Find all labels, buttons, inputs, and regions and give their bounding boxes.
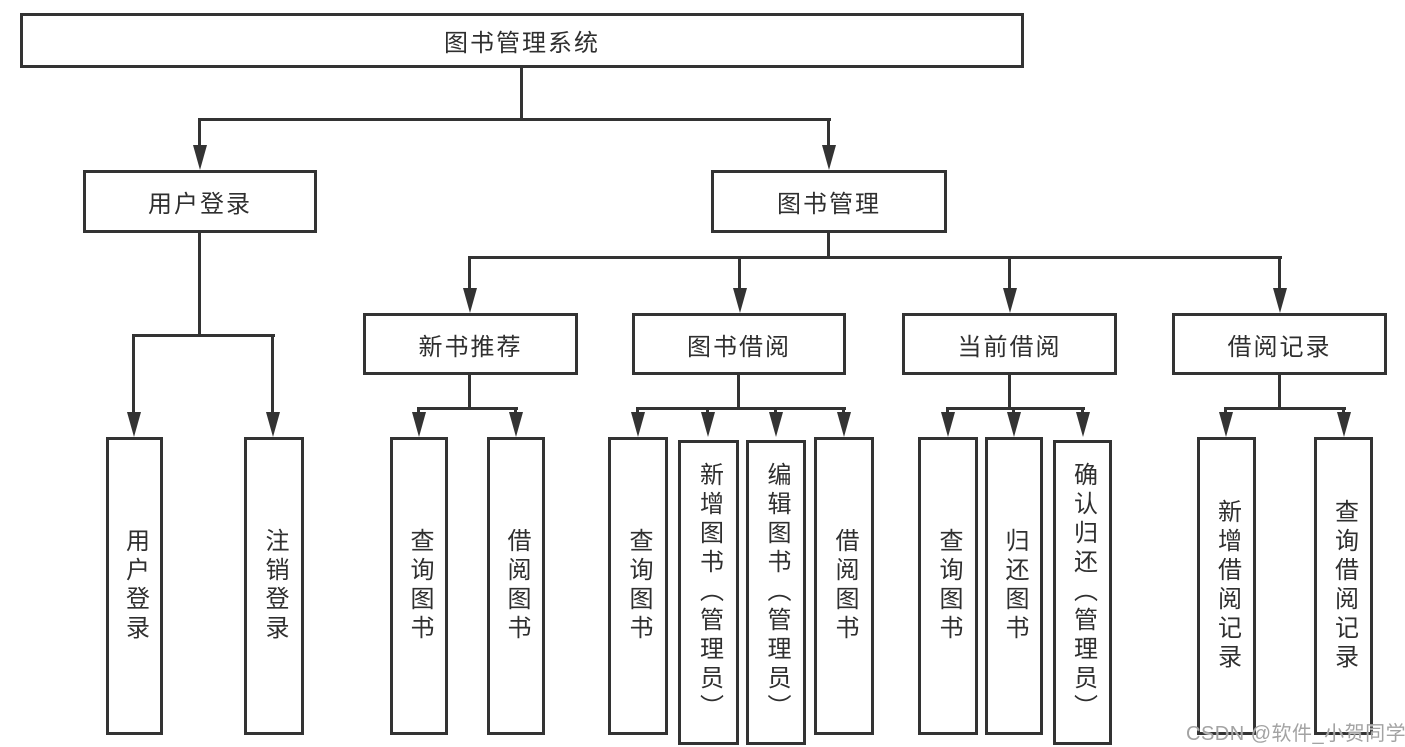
connector-line [1342, 407, 1345, 415]
arrow-down-icon [1003, 288, 1017, 313]
connector-line [842, 407, 845, 415]
connector-line [133, 334, 275, 337]
connector-line [468, 256, 471, 289]
connector-line [1012, 407, 1015, 415]
connector-line [132, 334, 135, 414]
connector-line [946, 407, 1085, 410]
arrow-down-icon [509, 412, 523, 437]
leaf-confirm-return-admin: 确认归还（管理员） [1053, 440, 1112, 745]
connector-line [1224, 407, 1346, 410]
arrow-down-icon [463, 288, 477, 313]
connector-line [198, 118, 201, 148]
node-current-borrowing: 当前借阅 [902, 313, 1117, 375]
arrow-down-icon [837, 412, 851, 437]
leaf-edit-books-admin: 编辑图书（管理员） [746, 440, 806, 745]
leaf-query-borrow-record: 查询借阅记录 [1314, 437, 1373, 735]
connector-line [737, 375, 740, 409]
connector-line [1224, 407, 1227, 415]
connector-line [417, 407, 518, 410]
arrow-down-icon [941, 412, 955, 437]
connector-line [1008, 256, 1011, 289]
node-book-borrowing: 图书借阅 [632, 313, 846, 375]
connector-line [199, 118, 831, 121]
connector-line [636, 407, 639, 415]
leaf-borrow-books: 借阅图书 [814, 437, 874, 735]
arrow-down-icon [412, 412, 426, 437]
connector-line [198, 233, 201, 335]
node-book-management: 图书管理 [711, 170, 947, 233]
connector-line [1278, 256, 1281, 289]
connector-line [520, 68, 523, 120]
connector-line [1278, 375, 1281, 409]
connector-line [827, 233, 830, 258]
arrow-down-icon [769, 412, 783, 437]
csdn-watermark: CSDN @软件_小贺同学 [1186, 723, 1405, 745]
arrow-down-icon [1076, 412, 1090, 437]
connector-line [1008, 375, 1011, 409]
arrow-down-icon [701, 412, 715, 437]
arrow-down-icon [733, 288, 747, 313]
leaf-query-books-recommend: 查询图书 [390, 437, 448, 735]
connector-line [738, 256, 741, 289]
connector-line [636, 407, 846, 410]
connector-line [514, 407, 517, 415]
leaf-borrow-books-recommend: 借阅图书 [487, 437, 545, 735]
leaf-add-borrow-record: 新增借阅记录 [1197, 437, 1256, 735]
connector-line [706, 407, 709, 415]
leaf-query-books-current: 查询图书 [918, 437, 978, 735]
arrow-down-icon [631, 412, 645, 437]
node-new-book-recommend: 新书推荐 [363, 313, 578, 375]
connector-line [1081, 407, 1084, 415]
connector-line [774, 407, 777, 415]
leaf-logout: 注销登录 [244, 437, 304, 735]
connector-line [827, 118, 830, 148]
connector-line [468, 375, 471, 409]
node-user-login: 用户登录 [83, 170, 317, 233]
connector-line [271, 334, 274, 414]
connector-line [468, 256, 1282, 259]
arrow-down-icon [1007, 412, 1021, 437]
node-borrowing-records: 借阅记录 [1172, 313, 1387, 375]
node-library-management-system: 图书管理系统 [20, 13, 1024, 68]
arrow-down-icon [127, 412, 141, 437]
leaf-add-books-admin: 新增图书（管理员） [678, 440, 739, 745]
connector-line [946, 407, 949, 415]
leaf-user-login: 用户登录 [106, 437, 163, 735]
arrow-down-icon [1337, 412, 1351, 437]
arrow-down-icon [266, 412, 280, 437]
arrow-down-icon [822, 145, 836, 170]
arrow-down-icon [1273, 288, 1287, 313]
arrow-down-icon [193, 145, 207, 170]
connector-line [417, 407, 420, 415]
leaf-query-books-borrowing: 查询图书 [608, 437, 668, 735]
arrow-down-icon [1219, 412, 1233, 437]
leaf-return-books: 归还图书 [985, 437, 1043, 735]
